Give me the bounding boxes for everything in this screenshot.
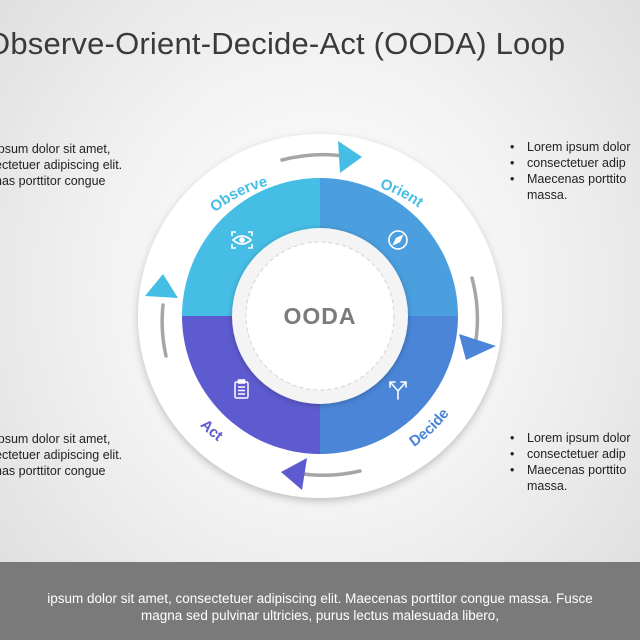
clipboard-icon (234, 379, 249, 399)
eye-scan-icon (231, 231, 253, 249)
bullet-list-bottom-left: ipsum dolor sit amet, ectetuer adipiscin… (0, 431, 122, 479)
footer-banner: ipsum dolor sit amet, consectetuer adipi… (0, 562, 640, 640)
arrow-head-right (459, 334, 496, 360)
loop-arc-left (160, 303, 168, 358)
bullet-item: Lorem ipsum dolor (510, 430, 631, 446)
bullet-list-bottom-right: Lorem ipsum dolor consectetuer adip Maec… (510, 430, 631, 494)
bullet-item: ipsum dolor sit amet, (0, 432, 111, 446)
bullet-item: Lorem ipsum dolor (510, 139, 631, 155)
footer-line-2: magna sed pulvinar ultricies, purus lect… (141, 608, 499, 623)
center-dashed-ring (245, 241, 395, 391)
bullet-item: nas porttitor congue (0, 464, 106, 478)
bullet-item: consectetuer adip (510, 155, 631, 171)
bullet-list-top-left: ipsum dolor sit amet, ectetuer adipiscin… (0, 141, 122, 189)
split-arrow-icon (389, 381, 407, 400)
bullet-item: consectetuer adip (510, 446, 631, 462)
bullet-item: ectetuer adipiscing elit. (0, 158, 123, 172)
arrow-head-left (145, 274, 178, 298)
bullet-list-top-right: Lorem ipsum dolor consectetuer adip Maec… (510, 139, 631, 203)
footer-line-1: ipsum dolor sit amet, consectetuer adipi… (47, 591, 593, 606)
slide-title: Observe-Orient-Decide-Act (OODA) Loop (0, 26, 566, 61)
bullet-item: ectetuer adipiscing elit. (0, 448, 123, 462)
arrow-head-bottom (281, 458, 307, 490)
center-label: OODA (284, 303, 357, 329)
bullet-item: Maecenas porttito (510, 462, 631, 478)
bullet-item: nas porttitor congue (0, 174, 106, 188)
compass-icon (388, 230, 408, 250)
arrow-head-top (338, 141, 362, 173)
bullet-item: ipsum dolor sit amet, (0, 142, 111, 156)
bullet-item: Maecenas porttito (510, 171, 631, 187)
bullet-item-continuation: massa. (527, 479, 568, 493)
bullet-item-continuation: massa. (527, 188, 568, 202)
loop-arc-right (470, 276, 480, 342)
